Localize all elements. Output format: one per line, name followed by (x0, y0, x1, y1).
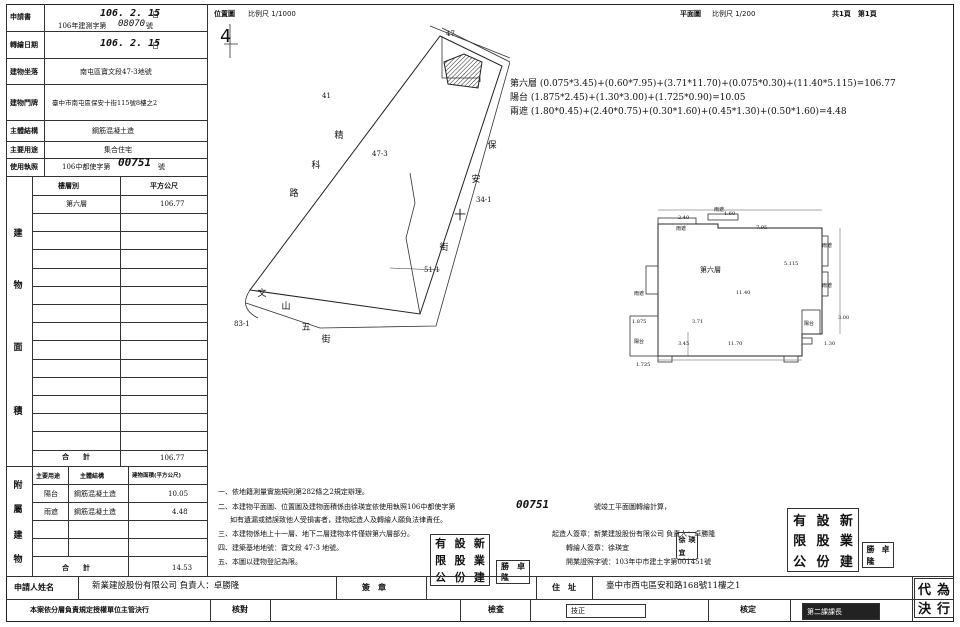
location-value: 南屯區寶文段47-3地號 (80, 68, 152, 76)
plan-scale: 比例尺 1/200 (712, 10, 756, 18)
usage-value: 集合住宅 (104, 146, 132, 154)
company-seal-2: 有設新 限股業 公份建 (787, 508, 859, 572)
permit-number: 00751 (118, 156, 152, 169)
area-row-line (32, 285, 207, 287)
plan-rain-5: 雨遮 (634, 291, 645, 297)
plan-label: 平面圖 (680, 10, 701, 18)
lot-47: 47 (446, 30, 455, 38)
plan-floor-label: 第六層 (700, 266, 721, 274)
note-liability: 如有遺漏或錯誤致他人受損害者，建物起造人及轉繪人願負法律責任。 (230, 516, 447, 524)
position-map-label: 位置圖 (214, 10, 235, 18)
area-row-line (32, 213, 207, 214)
area-header-floor: 樓層別 (58, 182, 79, 190)
floor-outline (657, 223, 823, 357)
plan-rain-2: 雨遮 (714, 207, 725, 213)
applicant-value: 新業建設股份有限公司 負責人：卓勝隆 (92, 581, 240, 591)
dept-label: 本案依分層負責規定授權單位主管決行 (30, 606, 149, 614)
permit-value: 106中都使字第 (62, 163, 111, 171)
person-seal-2: 勝卓 隆 (862, 542, 894, 568)
area-row-line (32, 358, 207, 360)
label-address: 建物門牌 (10, 99, 38, 107)
floor-plan (629, 209, 841, 363)
signer-license: 開業證照字號：103年中市建土字第001451號 (566, 558, 712, 566)
annex-total-label: 合 計 (62, 564, 90, 572)
address-value: 臺中市南屯區保安十街115號8樓之2 (52, 99, 158, 107)
plan-balcony-1: 陽台 (804, 321, 815, 327)
application-date: 106. 2. 15 (100, 8, 161, 19)
area-row-line (32, 304, 207, 305)
plan-rain-3: 雨遮 (822, 243, 833, 249)
signer-drafter: 轉繪人簽章：徐瑛宜 (566, 544, 629, 552)
lot-47-3: 47-3 (372, 150, 388, 158)
area-header-sqm: 平方公尺 (150, 182, 178, 190)
area-row-line (32, 231, 207, 233)
label-location: 建物坐落 (10, 68, 38, 76)
area-row-line (32, 449, 207, 451)
review-label: 檢查 (488, 605, 504, 614)
lot-34-1: 34-1 (476, 196, 492, 204)
annex-area-rain: 4.48 (172, 508, 188, 516)
area-row-line (32, 431, 207, 433)
label-permit: 使用執照 (10, 163, 38, 171)
area-row-line (32, 249, 207, 251)
area-floor-6: 第六層 (66, 200, 87, 208)
note-4: 四、建築基地地號：寶文段 47-3 地號。 (218, 544, 344, 552)
approve-stamp: 第二課課長 (802, 603, 880, 620)
structure-value: 鋼筋混凝土造 (92, 127, 134, 135)
check-label: 核對 (232, 605, 248, 614)
page-count: 共1頁 第1頁 (832, 10, 877, 18)
plan-rain-1: 雨遮 (676, 226, 687, 232)
signer-owner: 起造人簽章：新業建設股份有限公司 負責人：卓勝隆 (552, 530, 716, 538)
formula-floor-6: 第六層 (0.075*3.45)+(0.60*7.95)+(3.71*11.70… (510, 79, 896, 89)
north-number: 4 (220, 26, 232, 47)
lot-51-1: 51-1 (424, 266, 440, 274)
redraw-date: 106. 2. 15 (100, 38, 161, 49)
note-permit-number: 00751 (516, 498, 550, 511)
applicant-address: 臺中市西屯區安和路168號11樓之1 (606, 581, 741, 591)
seal-label: 簽 章 (362, 583, 386, 592)
area-total-label: 合 計 (62, 453, 90, 461)
label-redraw-date: 轉繪日期 (10, 41, 38, 49)
address-label: 住 址 (552, 583, 576, 592)
formula-balcony: 陽台 (1.875*2.45)+(1.30*3.00)+(1.725*0.90)… (510, 93, 746, 103)
application-number: 08070 (118, 19, 146, 29)
drafter-seal: 徐瑛 宜 (676, 532, 698, 560)
lot-83-1: 83-1 (234, 320, 250, 328)
person-seal: 勝卓 隆 (496, 560, 530, 584)
authorization-stamp: 代為 決行 (914, 578, 954, 618)
lot-41: 41 (322, 92, 331, 100)
formula-rain-shelter: 兩遮 (1.80*0.45)+(2.40*0.75)+(0.30*1.60)+(… (510, 107, 847, 117)
label-application: 申請書 (10, 13, 31, 21)
annex-use-rain: 雨遮 (44, 508, 58, 516)
position-map-scale: 比例尺 1/1000 (248, 10, 296, 18)
area-row-line (32, 395, 207, 396)
annex-use-balcony: 陽台 (44, 490, 58, 498)
building-footprint (443, 53, 483, 89)
area-total-value: 106.77 (160, 454, 185, 462)
annex-total-value: 14.53 (172, 564, 193, 572)
area-value-6: 106.77 (160, 200, 185, 208)
area-row-line (32, 340, 207, 342)
company-seal: 有設新 限股業 公份建 (430, 534, 490, 586)
area-row-line (32, 376, 207, 378)
note-2: 二、本建物平面圖、位置圖及建物面積係由徐瑛宜依使用執照106中都使字第 (218, 503, 456, 511)
note-5: 五、本圖以建物登記為限。 (218, 558, 302, 566)
area-row-line (32, 413, 207, 415)
label-structure: 主體結構 (10, 127, 38, 135)
applicant-label: 申請人姓名 (14, 583, 54, 592)
review-stamp: 技正 (566, 604, 646, 618)
note-1: 一、依地籍測量實施規則第282條之2規定辦理。 (218, 488, 369, 496)
approve-label: 核定 (740, 605, 756, 614)
area-row-line (32, 322, 207, 324)
plan-rain-4: 雨遮 (822, 283, 833, 289)
north-arrow (224, 24, 238, 58)
note-3: 三、本建物係地上十一層、地下二層建物本件僅辦第六層部分。 (218, 530, 414, 538)
annex-area-balcony: 10.05 (168, 490, 189, 498)
plan-balcony-2: 陽台 (634, 339, 645, 345)
position-map (224, 24, 510, 329)
area-row-line (32, 267, 207, 269)
label-usage: 主要用途 (10, 146, 38, 154)
